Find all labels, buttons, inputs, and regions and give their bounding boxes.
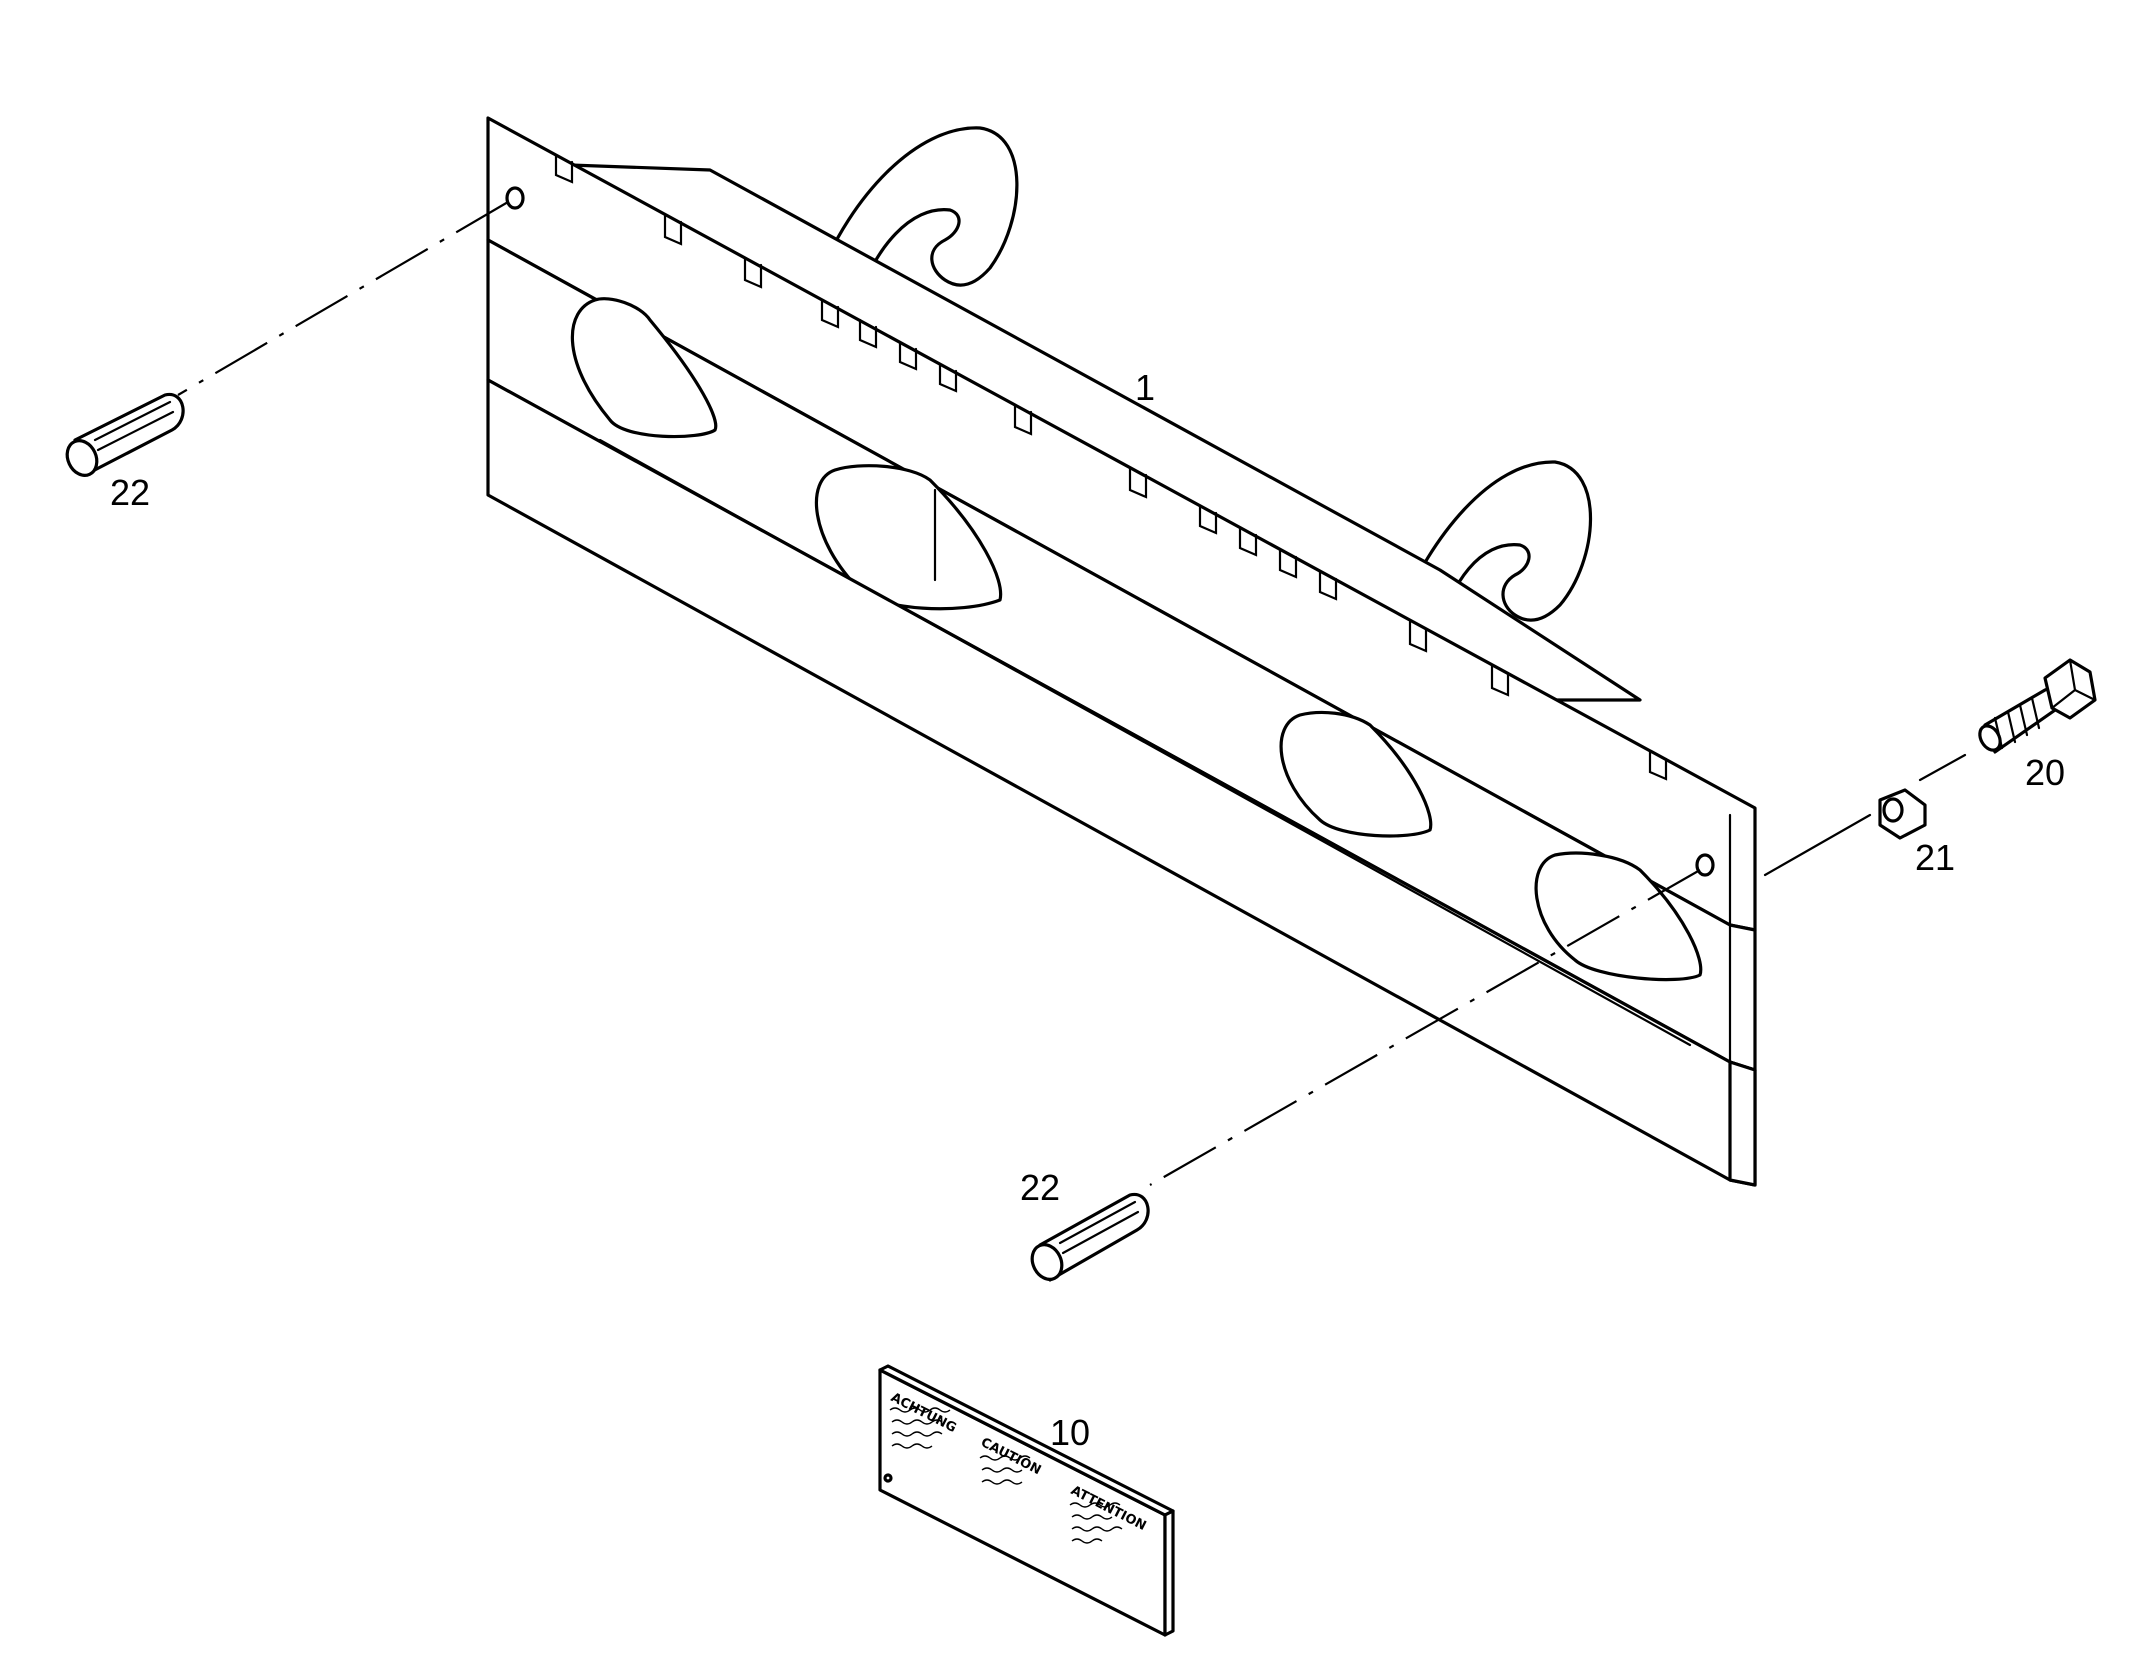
roll-pin-center <box>1030 1192 1150 1282</box>
callout-frame: 1 <box>1135 367 1155 408</box>
hex-bolt <box>1978 658 2097 754</box>
right-pin-hole <box>1695 853 1715 877</box>
callout-pin-left: 22 <box>110 472 150 513</box>
frame-assembly <box>486 116 1757 1187</box>
callout-nut: 21 <box>1915 837 1955 878</box>
flange-notches <box>554 153 1668 781</box>
callout-bolt: 20 <box>2025 752 2065 793</box>
lower-plate-front <box>1728 1060 1757 1187</box>
callout-pin-center: 22 <box>1020 1167 1060 1208</box>
plate-seam <box>598 438 1692 1047</box>
slot-2 <box>814 464 1003 611</box>
callout-decal: 10 <box>1050 1412 1090 1453</box>
roll-pin-left <box>65 392 185 477</box>
bolt-nut-centerline <box>1918 753 1967 782</box>
left-pin-hole <box>505 186 525 210</box>
warning-decal: ACHTUNG CAUTION ATTENTION <box>878 1364 1175 1637</box>
left-pin-centerline <box>177 201 509 396</box>
center-pin-centerline <box>1149 869 1701 1186</box>
bolt-centerline <box>1763 813 1872 877</box>
slot-3 <box>1279 710 1433 838</box>
slot-1 <box>570 297 718 439</box>
left-hook <box>818 126 1019 297</box>
hex-nut <box>1878 788 1927 840</box>
